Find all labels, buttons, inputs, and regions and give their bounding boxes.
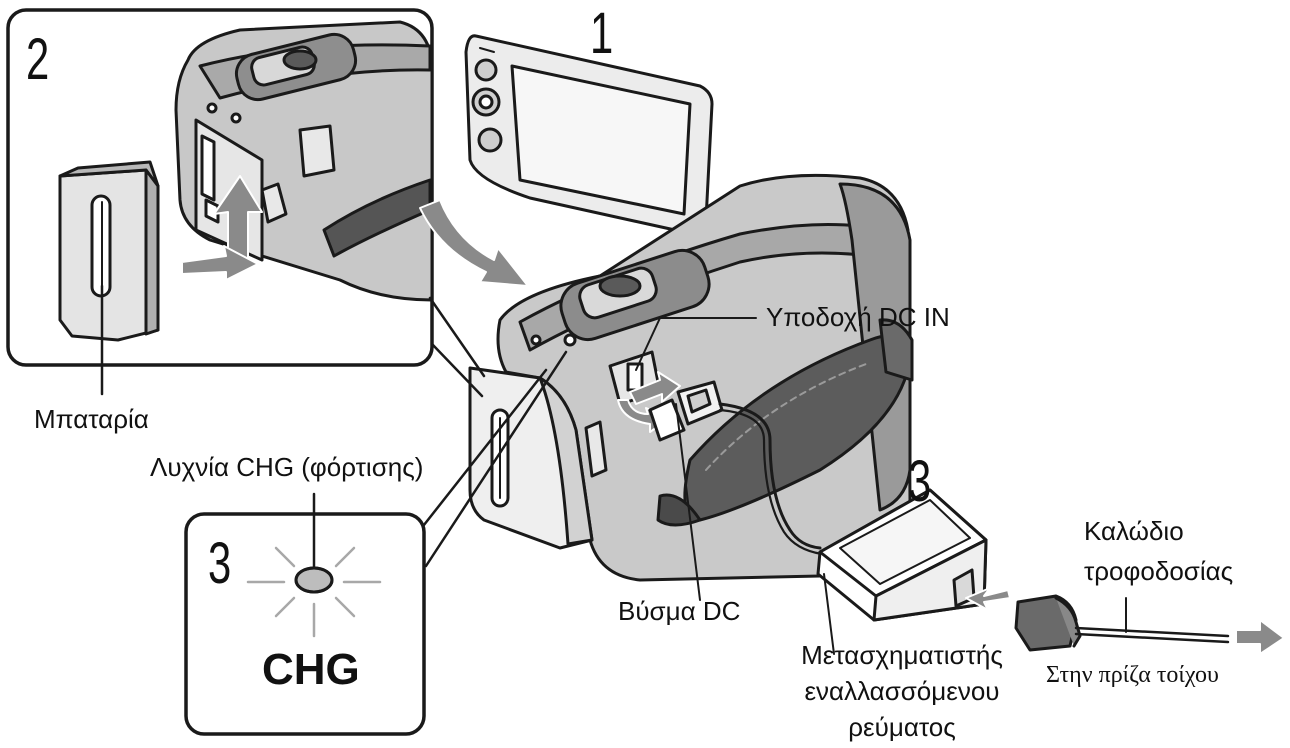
label-power-cord-line2: τροφοδοσίας bbox=[1084, 556, 1234, 586]
step-number-three-inset: 3 bbox=[208, 531, 232, 596]
power-cord-plug bbox=[1014, 594, 1082, 652]
inset-battery-panel bbox=[6, 8, 434, 367]
power-cord-line bbox=[1074, 626, 1230, 638]
label-dc-plug: Βύσμα DC bbox=[618, 596, 741, 626]
step-number-three-main: 3 bbox=[908, 449, 932, 514]
step-number-one: 1 bbox=[590, 1, 614, 66]
inset-chg-panel bbox=[184, 492, 426, 736]
inset-chg-pointer-bottom bbox=[424, 350, 568, 568]
dc-cable-inner bbox=[718, 408, 824, 556]
inset-battery-pointer-bottom bbox=[430, 342, 484, 398]
dc-plug-leader bbox=[675, 403, 701, 601]
label-dc-in-jack: Υποδοχή DC IN bbox=[766, 302, 950, 332]
outlet-arrow bbox=[1235, 619, 1285, 655]
dc-in-leader-a bbox=[635, 317, 661, 371]
dc-cable bbox=[718, 402, 822, 550]
label-battery: Μπαταρία bbox=[34, 404, 149, 434]
label-adaptor-line1: Μετασχηματιστής bbox=[801, 640, 1003, 670]
label-chg-lamp: Λυχνία CHG (φόρτισης) bbox=[150, 452, 424, 482]
label-wall-outlet: Στην πρίζα τοίχου bbox=[1046, 662, 1219, 688]
camcorder-main bbox=[419, 34, 914, 582]
inset-chg-pointer-top bbox=[418, 368, 548, 532]
label-power-cord-line1: Καλώδιο bbox=[1084, 516, 1184, 546]
label-adaptor-line3: ρεύματος bbox=[848, 712, 956, 742]
adaptor-leader bbox=[823, 573, 835, 655]
inset-battery-pointer-top bbox=[428, 296, 486, 378]
label-adaptor-line2: εναλλασσόμενου bbox=[804, 676, 1000, 706]
label-chg-indicator: CHG bbox=[262, 645, 360, 694]
step-number-two: 2 bbox=[26, 27, 50, 92]
